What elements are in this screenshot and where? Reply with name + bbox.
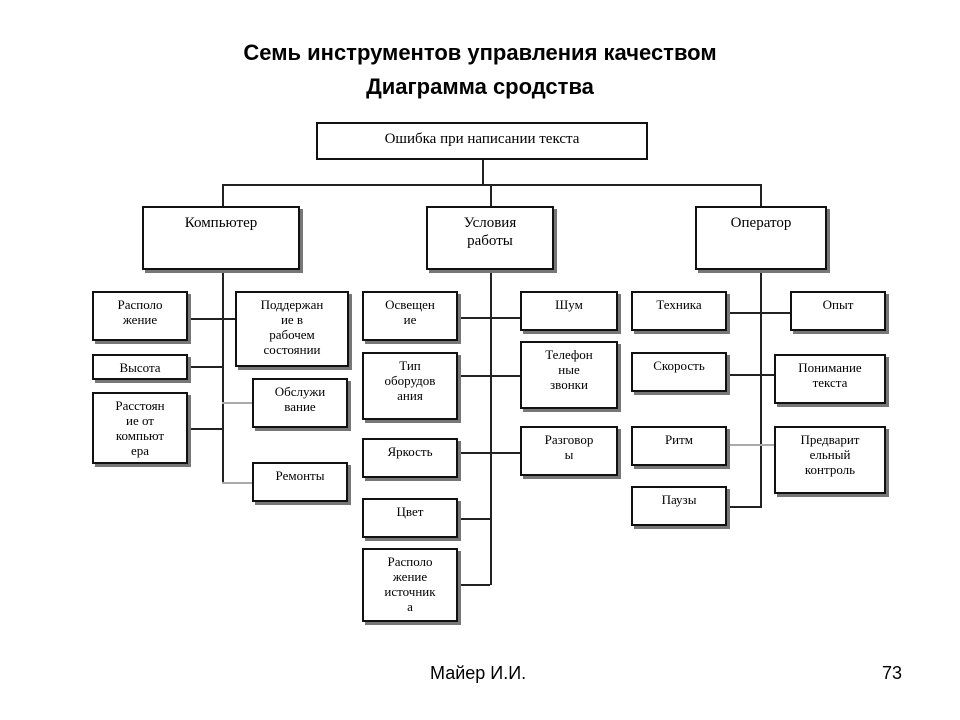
node-technique: Техника bbox=[631, 291, 727, 331]
node-speed: Скорость bbox=[631, 352, 727, 392]
node-phone-calls: Телефон ные звонки bbox=[520, 341, 618, 409]
group-computer: Компьютер bbox=[142, 206, 300, 270]
connector-conditions bbox=[490, 184, 492, 208]
node-brightness: Яркость bbox=[362, 438, 458, 478]
node-repairs: Ремонты bbox=[252, 462, 348, 502]
node-location: Располо жение bbox=[92, 291, 188, 341]
connector-operator-spine bbox=[760, 270, 762, 508]
connector-line bbox=[166, 318, 236, 320]
page-number: 73 bbox=[882, 663, 903, 683]
node-pauses: Паузы bbox=[631, 486, 727, 526]
connector-computer-spine bbox=[222, 270, 224, 484]
connector-line bbox=[726, 506, 760, 508]
node-distance: Расстоян ие от компьют ера bbox=[92, 392, 188, 464]
connector-line bbox=[222, 482, 252, 484]
connector-line bbox=[458, 452, 522, 454]
connector-operator bbox=[760, 184, 762, 208]
connector-line bbox=[190, 366, 222, 368]
connector-line bbox=[222, 402, 252, 404]
node-color: Цвет bbox=[362, 498, 458, 538]
connector-line bbox=[458, 518, 490, 520]
connector-conditions-spine bbox=[490, 270, 492, 585]
root-node: Ошибка при написании текста bbox=[316, 122, 648, 160]
slide-title: Семь инструментов управления качеством bbox=[243, 40, 717, 65]
group-conditions: Условия работы bbox=[426, 206, 554, 270]
connector-line bbox=[726, 312, 792, 314]
connector-line bbox=[190, 428, 222, 430]
connector-line bbox=[726, 374, 792, 376]
node-conversations: Разговор ы bbox=[520, 426, 618, 476]
node-noise: Шум bbox=[520, 291, 618, 331]
node-lighting: Освещен ие bbox=[362, 291, 458, 341]
connector-root bbox=[482, 159, 484, 184]
node-rhythm: Ритм bbox=[631, 426, 727, 466]
group-operator: Оператор bbox=[695, 206, 827, 270]
node-service: Обслужи вание bbox=[252, 378, 348, 428]
connector-line bbox=[458, 584, 490, 586]
connector-computer bbox=[222, 184, 224, 208]
node-maintenance: Поддержан ие в рабочем состоянии bbox=[235, 291, 349, 367]
node-preliminary-check: Предварит ельный контроль bbox=[774, 426, 886, 494]
node-height: Высота bbox=[92, 354, 188, 380]
connector-line bbox=[458, 375, 522, 377]
slide-subtitle: Диаграмма сродства bbox=[366, 74, 594, 99]
footer-author: Майер И.И. bbox=[430, 663, 527, 683]
node-experience: Опыт bbox=[790, 291, 886, 331]
node-text-understanding: Понимание текста bbox=[774, 354, 886, 404]
connector-line bbox=[458, 317, 522, 319]
node-source-location: Располо жение источник а bbox=[362, 548, 458, 622]
node-equipment-type: Тип оборудов ания bbox=[362, 352, 458, 420]
connector-line bbox=[726, 444, 776, 446]
